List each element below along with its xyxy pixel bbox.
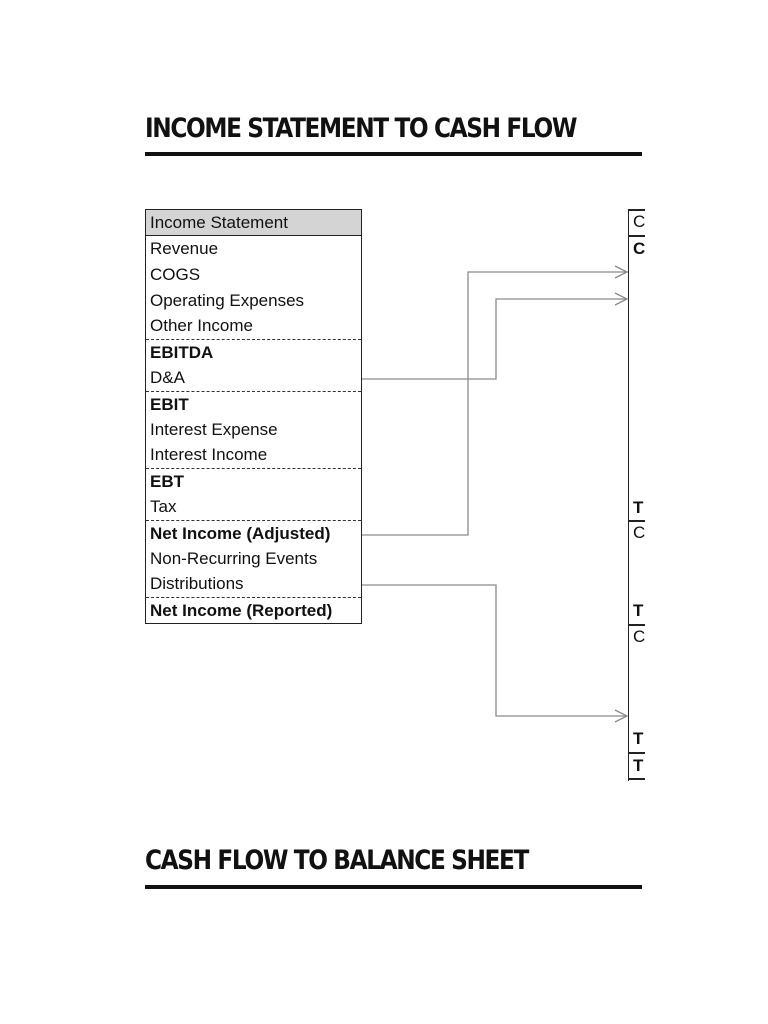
row-ebit: EBIT	[146, 390, 361, 417]
connector-net-income-adjusted	[362, 271, 626, 536]
cf-letter: T	[633, 729, 644, 748]
cf-letter: T	[633, 601, 644, 620]
cf-section-rule	[629, 624, 645, 626]
connector-da	[362, 298, 626, 380]
row-operating-expenses: Operating Expenses	[150, 290, 305, 310]
row-distributions: Distributions	[150, 574, 244, 594]
arrowhead-icon	[614, 265, 629, 279]
cf-letter: C	[633, 523, 646, 542]
cf-header-letter: C	[633, 212, 646, 231]
section-rule	[145, 152, 642, 156]
row-non-recurring-events: Non-Recurring Events	[150, 548, 318, 568]
arrowhead-icon	[614, 709, 629, 723]
row-interest-expense: Interest Expense	[150, 419, 278, 439]
section-title-income-to-cashflow: INCOME STATEMENT TO CASH FLOW	[145, 113, 577, 144]
row-ebitda: EBITDA	[146, 339, 361, 365]
income-statement-table: Income Statement Revenue COGS Operating …	[145, 209, 362, 624]
connector-distributions	[362, 584, 626, 717]
row-cogs: COGS	[150, 264, 201, 284]
table-header: Income Statement	[146, 210, 361, 236]
cf-header-rule	[629, 235, 645, 237]
cf-section-rule	[629, 752, 645, 754]
row-other-income: Other Income	[150, 316, 253, 336]
cash-flow-table-partial: C C T C T C T T	[628, 209, 648, 781]
cf-letter: T	[633, 498, 644, 517]
cf-section-rule	[629, 520, 645, 522]
row-revenue: Revenue	[150, 239, 219, 258]
row-da: D&A	[150, 367, 185, 387]
row-tax: Tax	[150, 496, 177, 516]
cf-letter: C	[633, 239, 646, 258]
row-net-income-adjusted: Net Income (Adjusted)	[146, 519, 361, 546]
arrowhead-icon	[614, 292, 629, 306]
section-rule	[145, 885, 642, 889]
section-title-cashflow-to-balance: CASH FLOW TO BALANCE SHEET	[145, 845, 529, 876]
cf-letter: C	[633, 627, 646, 646]
row-interest-income: Interest Income	[150, 445, 268, 465]
cf-letter: T	[633, 756, 644, 775]
row-net-income-reported: Net Income (Reported)	[146, 597, 361, 623]
row-ebt: EBT	[146, 468, 361, 494]
cf-top-border	[629, 209, 645, 211]
cf-bottom-border	[629, 778, 645, 780]
